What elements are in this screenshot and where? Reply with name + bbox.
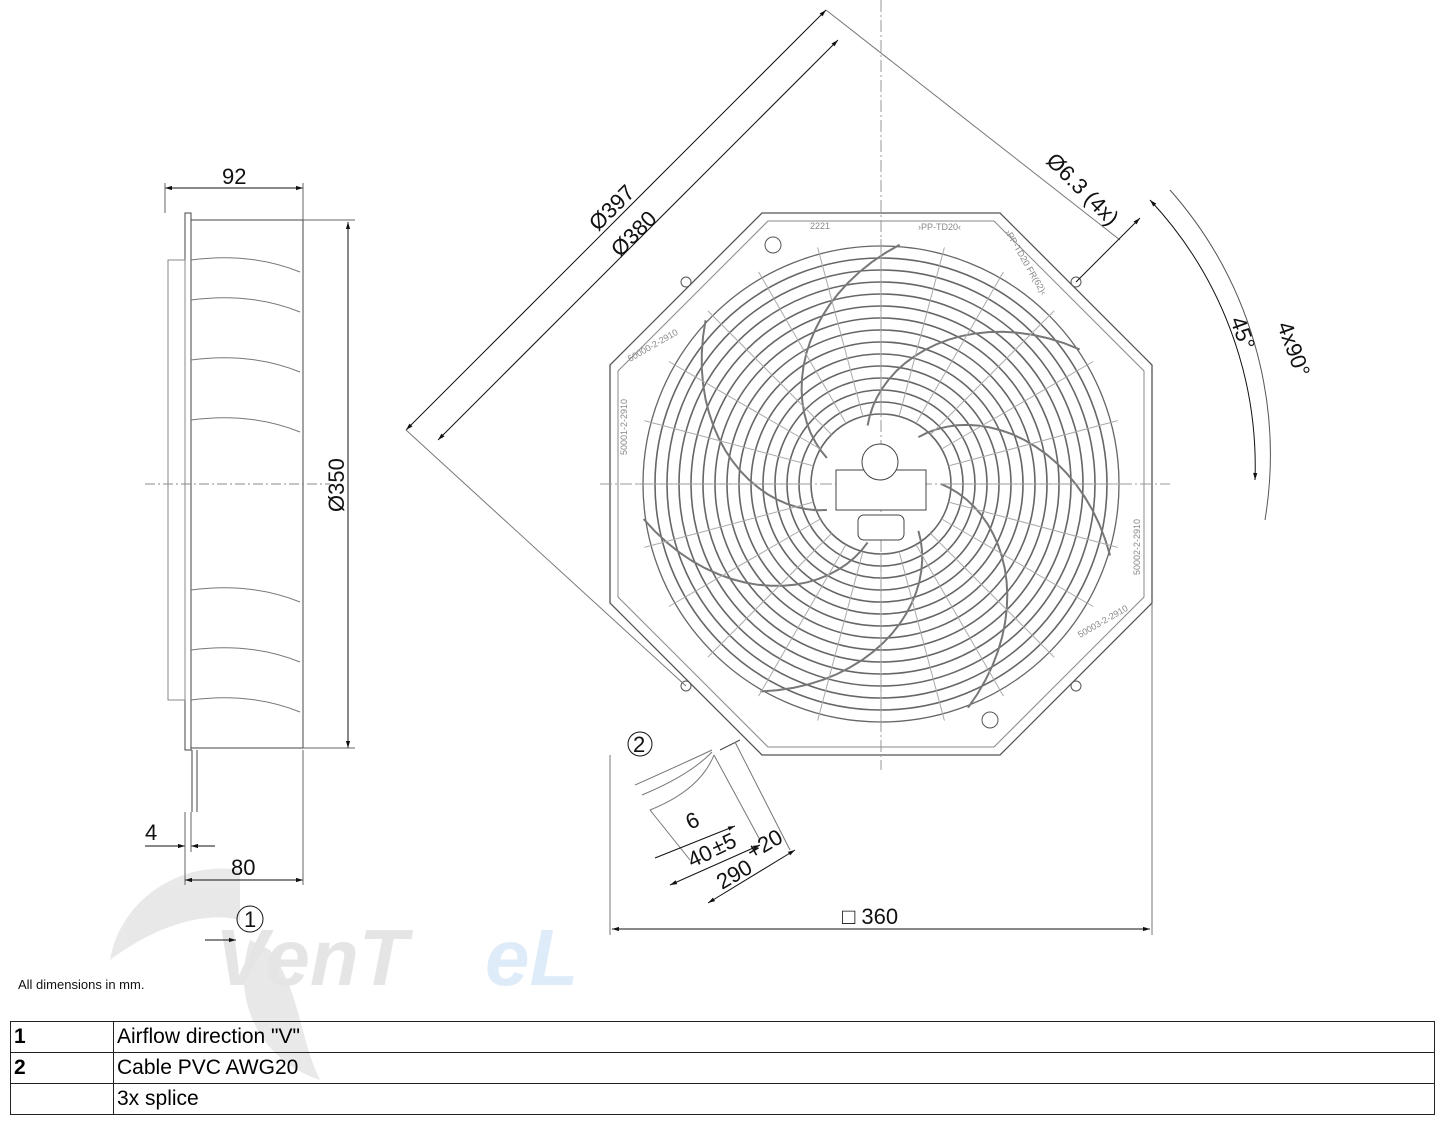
ventel-logo-watermark: VenT eL — [110, 868, 578, 1080]
legend-text: Airflow direction "V" — [113, 1021, 1435, 1053]
side-rib — [190, 647, 301, 663]
dim-square: □ 360 — [842, 904, 898, 929]
side-rib — [190, 357, 301, 373]
grille-spoke — [915, 271, 1004, 424]
fan-blade — [917, 423, 1112, 556]
marking-material: ›PP-TD20‹ — [918, 222, 961, 232]
grille-spoke — [948, 501, 1118, 548]
callout-2: 2 — [633, 732, 645, 757]
grille-spoke — [668, 518, 821, 607]
fan-blade — [642, 518, 869, 587]
svg-text:VenT: VenT — [215, 913, 414, 1002]
front-view — [405, 0, 1271, 935]
legend-text: Cable PVC AWG20 — [113, 1052, 1435, 1084]
dim-angle-90: 4x90° — [1272, 318, 1315, 380]
marking-part-2: 50002-2-2910 — [1132, 519, 1142, 575]
grille-spoke — [930, 533, 1055, 658]
svg-text:eL: eL — [485, 913, 578, 1002]
dim-side-diameter: Ø350 — [324, 458, 349, 512]
table-row: 3x splice — [10, 1083, 1435, 1115]
grille-spoke — [941, 361, 1094, 450]
dim-angle-45: 45° — [1225, 313, 1260, 353]
dim-strip: 6 — [682, 807, 704, 835]
legend-num — [10, 1083, 114, 1115]
side-rib — [190, 587, 301, 603]
side-view — [145, 183, 355, 943]
fan-blade — [940, 483, 1009, 709]
marking-part-1: 50001-2-2910 — [619, 399, 629, 455]
fan-blade — [760, 530, 924, 693]
grille-spoke — [898, 247, 945, 417]
legend-text: 3x splice — [113, 1083, 1435, 1115]
callout-1: 1 — [244, 907, 256, 932]
side-rib — [190, 697, 301, 713]
grille-spoke — [941, 518, 1094, 607]
grille-spoke — [915, 544, 1004, 697]
grille-spoke — [898, 551, 945, 721]
side-rib — [190, 297, 301, 313]
fan-blade — [800, 243, 901, 459]
grille-spoke — [707, 533, 832, 658]
units-note: All dimensions in mm. — [18, 977, 145, 992]
grille-spoke — [758, 544, 847, 697]
grille-spoke — [644, 501, 814, 548]
dim-side-width: 92 — [222, 164, 246, 189]
dim-holes: Ø6.3 (4x) — [1041, 148, 1124, 231]
grille-spoke — [930, 310, 1055, 435]
side-rib — [190, 257, 301, 273]
dim-flange: 4 — [145, 820, 157, 845]
marking-date: 2221 — [810, 221, 830, 231]
side-rib — [190, 417, 301, 433]
fan-blade — [866, 330, 1081, 426]
grille-spoke — [948, 420, 1118, 467]
dim-depth: 80 — [231, 855, 255, 880]
legend-num: 2 — [10, 1052, 114, 1084]
legend-num: 1 — [10, 1021, 114, 1053]
marking-part-0: 50000-2-2910 — [626, 327, 680, 364]
grille-spoke — [817, 551, 864, 721]
dim-cable-length: 290 — [712, 854, 756, 894]
grille-spoke — [668, 361, 821, 450]
